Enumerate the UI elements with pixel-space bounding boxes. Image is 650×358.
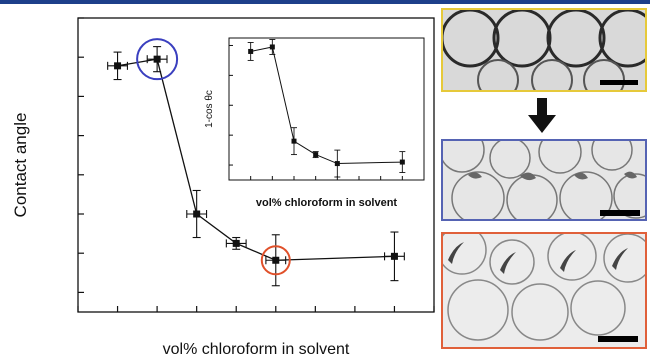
inset-y-axis-label: 1-cos θc [204, 90, 215, 128]
inset-series [247, 39, 406, 178]
micrograph-bottom-frame [441, 232, 647, 349]
micrograph-middle-frame [441, 139, 647, 221]
main-highlight-circle [136, 38, 179, 81]
inset-x-ticks [228, 176, 425, 180]
main-data-point [193, 210, 201, 218]
micrograph-top [441, 8, 647, 92]
inset-plot-frame [228, 37, 425, 181]
micrograph-middle [441, 139, 647, 221]
main-data-point [272, 256, 280, 264]
main-data-point [390, 252, 398, 260]
inset-x-axis-label: vol% chloroform in solvent [256, 197, 398, 209]
main-series-line [117, 58, 395, 261]
main-x-ticks [77, 306, 435, 312]
main-data-point [114, 62, 122, 70]
main-chart: Contact angle vol% chloroform in solvent [11, 17, 435, 358]
micrograph-bottom [441, 232, 647, 349]
main-y-ticks [78, 17, 84, 293]
main-data-point [153, 55, 161, 63]
micrograph-top-frame [441, 8, 647, 92]
inset-data-point [248, 48, 254, 54]
inset-data-point [313, 152, 319, 158]
main-series [107, 38, 405, 287]
inset-chart: 1-cos θc vol% chloroform in solvent [204, 37, 425, 209]
main-y-axis-label: Contact angle [11, 113, 30, 218]
inset-data-point [291, 138, 297, 144]
inset-y-ticks [229, 44, 233, 166]
inset-data-point [399, 159, 405, 165]
main-x-axis-label: vol% chloroform in solvent [163, 341, 350, 358]
inset-data-point [334, 161, 340, 167]
main-plot-frame [77, 17, 435, 313]
main-data-point [232, 239, 240, 247]
inset-data-point [269, 44, 275, 50]
top-rule [0, 0, 650, 4]
down-arrow-icon [528, 98, 556, 133]
main-highlight-circle [260, 245, 291, 276]
inset-series-line [250, 46, 403, 165]
